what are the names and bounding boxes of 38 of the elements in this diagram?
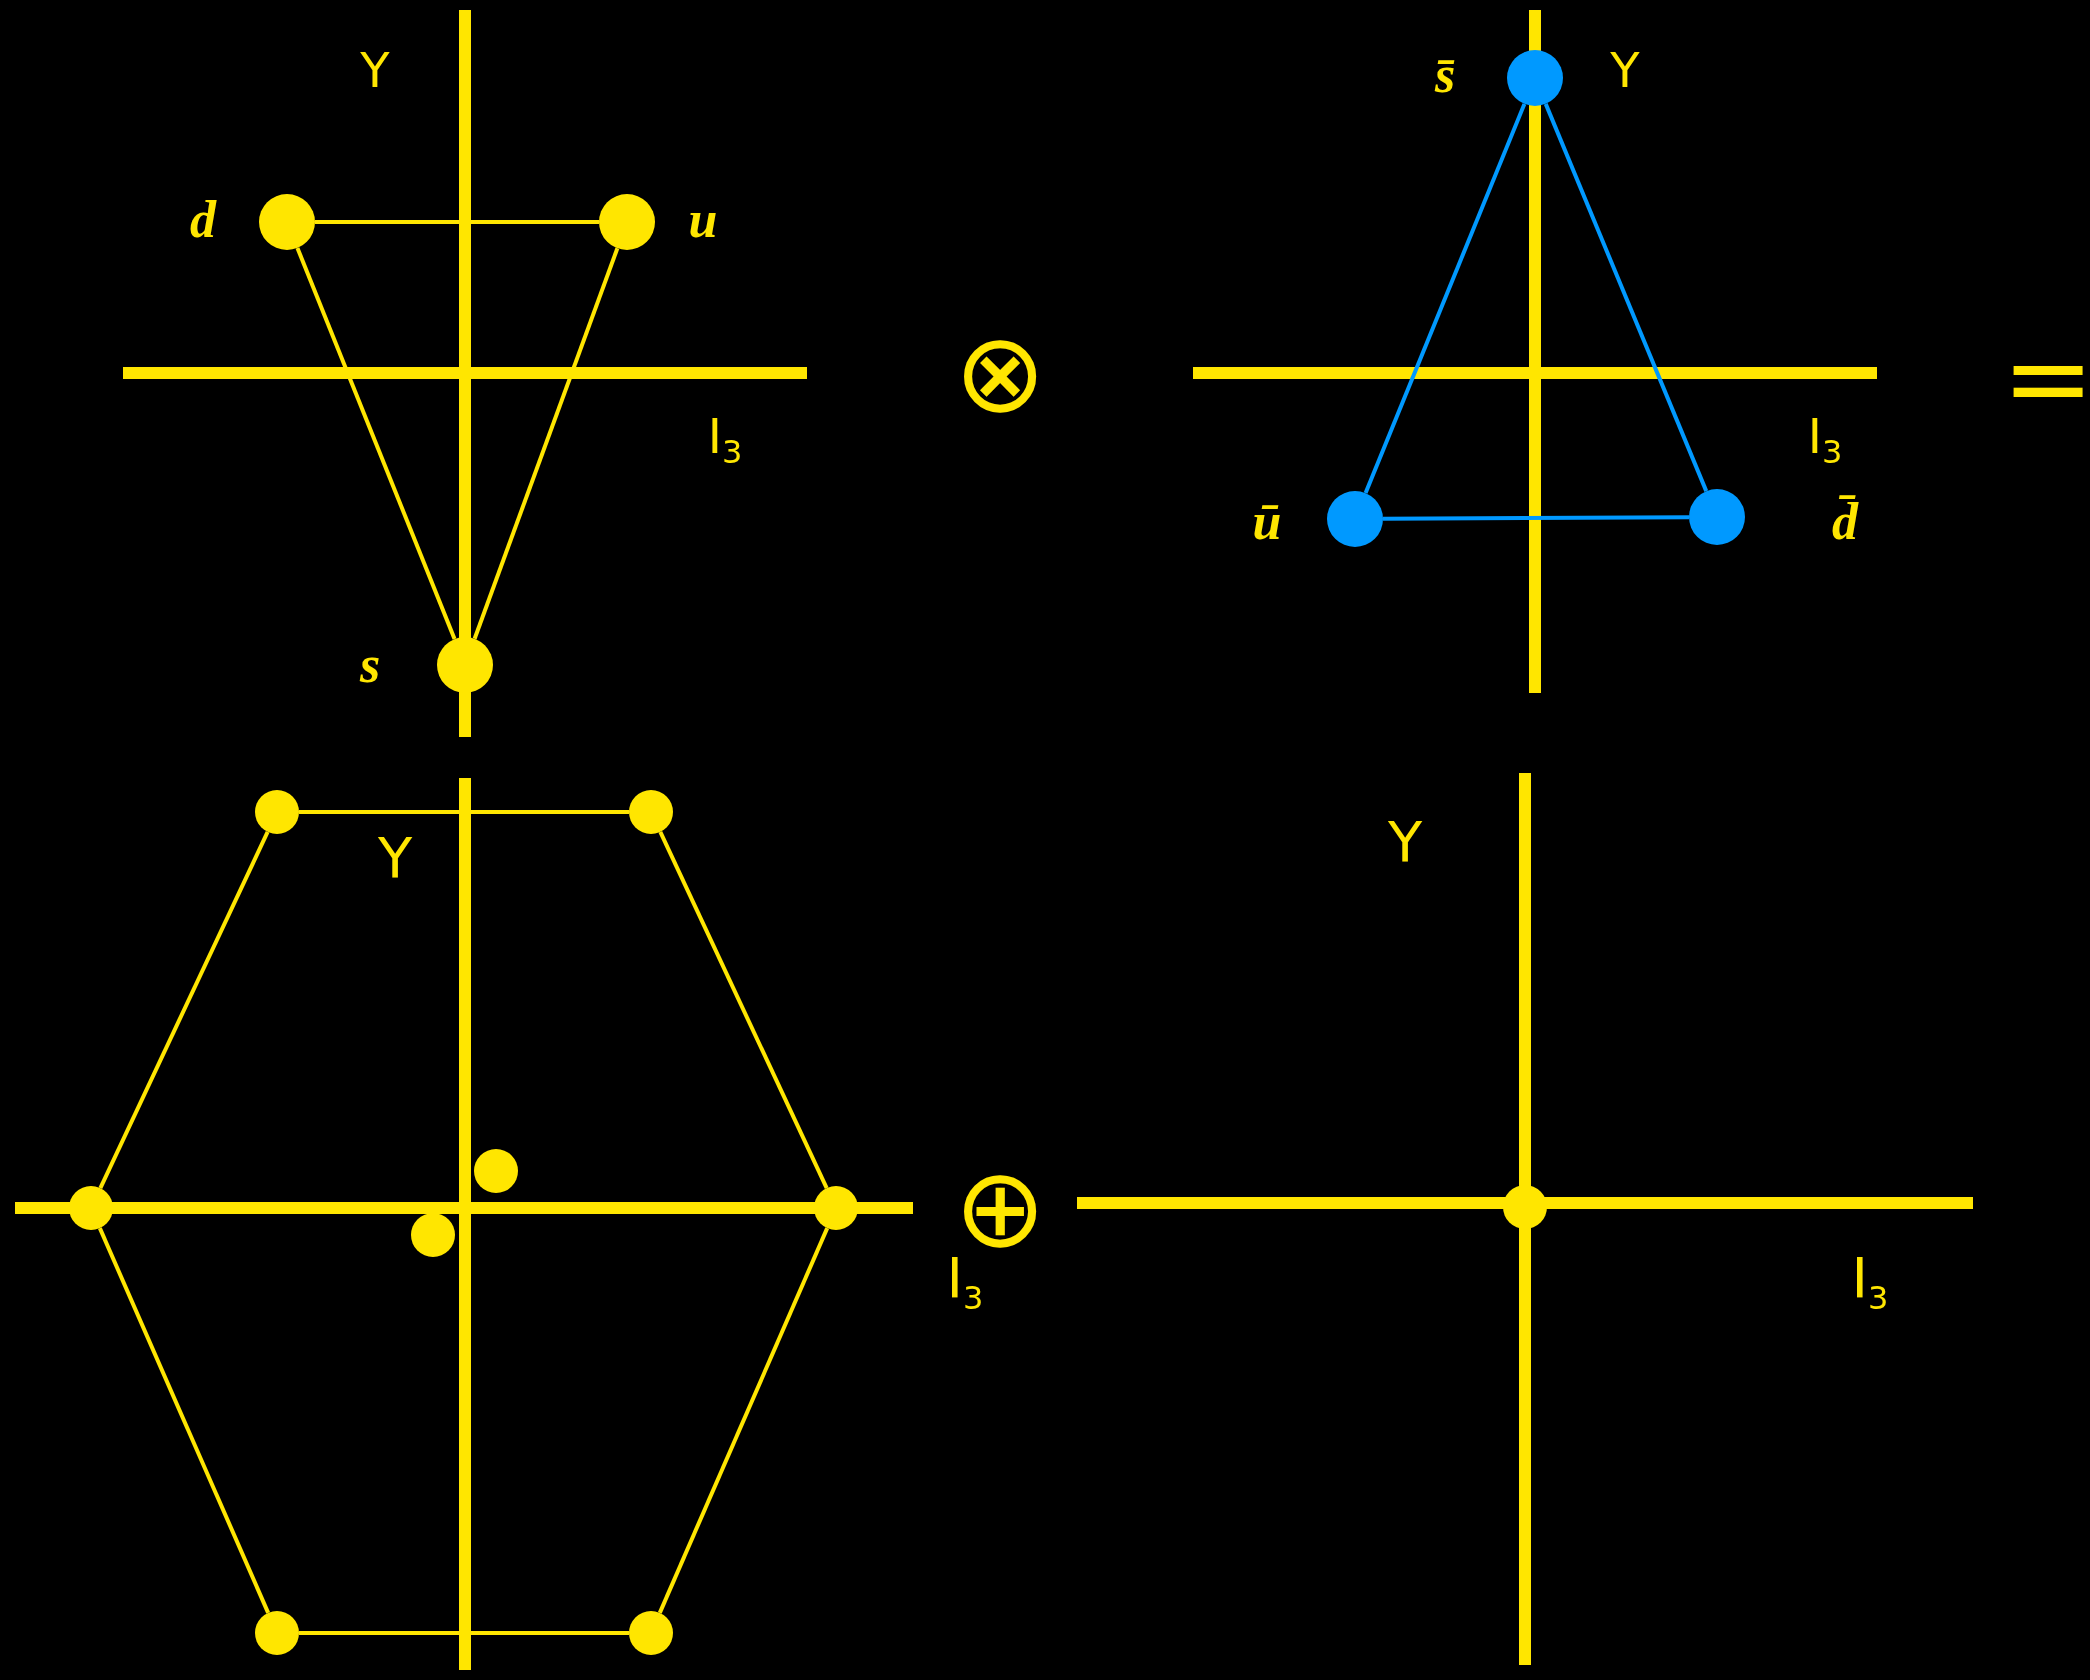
quark-label: d [190,194,216,246]
connector-line [1363,103,1527,494]
weight-dot [1689,489,1745,545]
weight-dot [629,790,673,834]
quark-label: s [359,639,381,691]
weight-dot [255,1611,299,1655]
connector-line [315,220,599,224]
connector-line [98,1227,270,1614]
weight-dot [1507,50,1563,106]
weight-dot [1327,491,1383,547]
connector-line [299,810,629,814]
connector-line [295,247,457,640]
tensor-product-symbol: ⊗ [953,318,1047,428]
axis-label: Y [360,46,390,94]
weight-dot [255,790,299,834]
connector-line [1543,103,1709,492]
connector-line [657,1227,830,1614]
axis-label: I$_{3}$ [707,411,743,469]
axis-label: I$_{3}$ [1807,411,1843,469]
axis-label: Y [377,830,413,886]
connector-line [299,1631,629,1635]
quark-label: d̄ [1832,496,1858,548]
weight-dot [259,194,315,250]
axis-label: I$_{3}$ [1851,1249,1889,1315]
connector-line [1383,515,1689,521]
connector-line [658,831,829,1189]
equals-sign: = [2001,323,2090,433]
quark-label: ū [1252,496,1282,548]
connector-line [472,247,620,640]
connector-line [98,831,270,1189]
weight-dot [599,194,655,250]
axis-label: Y [1610,46,1640,94]
axis-label: Y [1387,814,1423,870]
weight-dot [474,1149,518,1193]
quark-label: s̄ [1434,49,1456,101]
weight-dot [629,1611,673,1655]
weight-dot [411,1213,455,1257]
quark-label: u [688,194,718,246]
